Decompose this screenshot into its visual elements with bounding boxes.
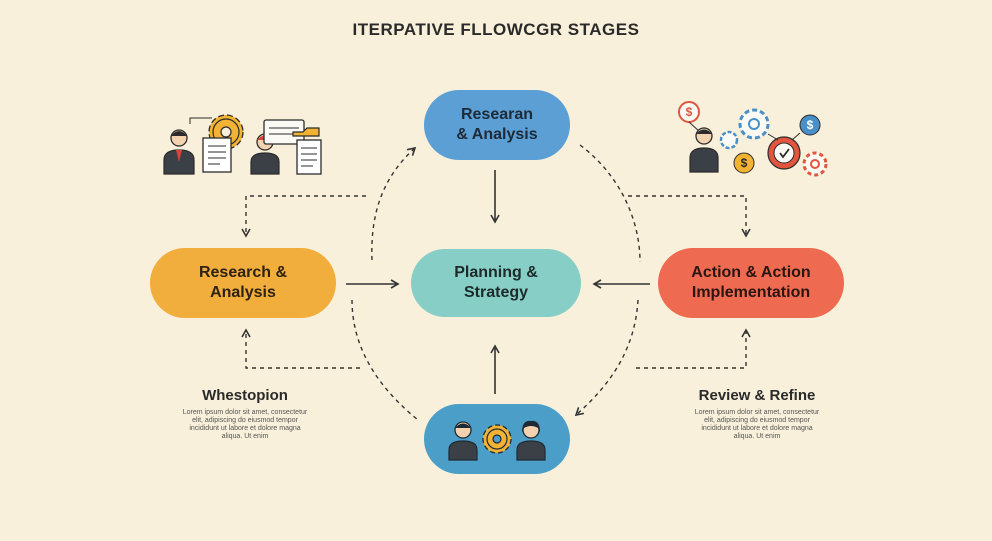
team-document-illustration bbox=[163, 114, 322, 175]
caption-left-heading: Whestopion bbox=[202, 387, 288, 404]
finance-process-illustration: $ $ $ bbox=[678, 101, 828, 177]
dollar-icon: $ bbox=[678, 101, 700, 123]
person-icon bbox=[516, 420, 546, 461]
dashed-connector-right-top bbox=[628, 195, 751, 238]
document-icon bbox=[292, 127, 322, 175]
svg-text:$: $ bbox=[807, 118, 814, 132]
caption-left-body: Lorem ipsum dolor sit amet, consectetur … bbox=[182, 409, 308, 440]
person-icon bbox=[448, 421, 478, 461]
document-icon bbox=[202, 137, 232, 173]
target-icon bbox=[767, 136, 801, 170]
dashed-connector-left-bottom bbox=[241, 328, 360, 369]
node-label: Planning & Strategy bbox=[454, 264, 538, 301]
node-label: Action & Action Implementation bbox=[691, 264, 811, 301]
dashed-arc-top-right bbox=[579, 144, 641, 263]
dashed-arc-bottom-right bbox=[574, 299, 639, 417]
gear-icon bbox=[482, 424, 512, 454]
person-icon bbox=[163, 129, 195, 175]
caption-right-heading: Review & Refine bbox=[698, 387, 816, 404]
dashed-arc-bottom-left bbox=[351, 299, 419, 421]
gear-icon bbox=[719, 130, 739, 150]
svg-text:$: $ bbox=[741, 156, 748, 170]
node-action-implementation[interactable]: Action & Action Implementation bbox=[658, 248, 844, 318]
caption-right-body: Lorem ipsum dolor sit amet, consectetur … bbox=[694, 409, 820, 440]
dashed-connector-right-bottom bbox=[636, 328, 751, 369]
dashed-connector-left-top bbox=[241, 195, 366, 238]
node-research-analysis-left[interactable]: Research & Analysis bbox=[150, 248, 336, 318]
node-planning-strategy[interactable]: Planning & Strategy bbox=[411, 249, 581, 317]
person-icon bbox=[689, 127, 719, 173]
node-label: Research & Analysis bbox=[198, 264, 288, 301]
team-gear-illustration bbox=[448, 420, 546, 461]
node-research-analysis-top[interactable]: Researan & Analysis bbox=[424, 90, 570, 160]
diagram-title: ITERPATIVE FLLOWCGR STAGES bbox=[352, 20, 640, 39]
node-label: Researan & Analysis bbox=[456, 106, 538, 143]
dashed-arc-top-left bbox=[371, 146, 417, 261]
dollar-icon: $ bbox=[799, 114, 821, 136]
gear-icon bbox=[802, 151, 828, 177]
svg-text:$: $ bbox=[686, 105, 693, 119]
node-team-collaboration[interactable] bbox=[424, 404, 570, 474]
gear-icon bbox=[738, 108, 770, 140]
dollar-icon: $ bbox=[733, 152, 755, 174]
